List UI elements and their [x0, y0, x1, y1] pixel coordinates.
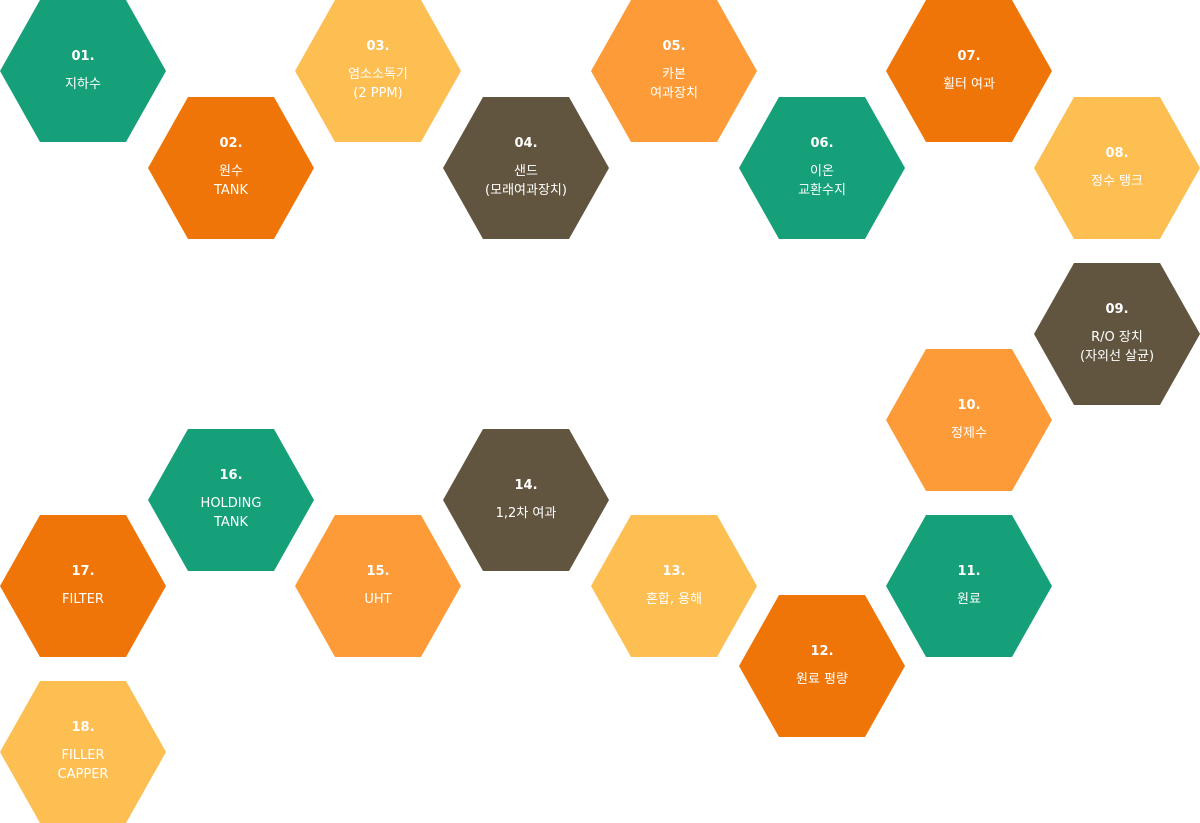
step-number: 13.: [662, 563, 686, 579]
step-label: 샌드 (모래여과장치): [485, 164, 567, 198]
step-17-filter: 17. FILTER: [0, 515, 166, 657]
step-number: 08.: [1105, 145, 1129, 161]
step-number: 01.: [71, 48, 95, 64]
step-01-groundwater: 01. 지하수: [0, 0, 166, 142]
step-03-chlorinator: 03. 염소소독기 (2 PPM): [295, 0, 461, 142]
step-number: 10.: [957, 397, 981, 413]
step-08-purified-tank: 08. 정수 탱크: [1034, 97, 1200, 239]
step-label: 염소소독기 (2 PPM): [348, 67, 408, 101]
step-label: 원수 TANK: [213, 164, 249, 198]
step-10-purified-water: 10. 정제수: [886, 349, 1052, 491]
step-number: 14.: [514, 477, 538, 493]
step-label: 휠터 여과: [943, 76, 995, 92]
step-label: 카본 여과장치: [650, 67, 698, 101]
step-number: 16.: [219, 468, 243, 483]
step-number: 03.: [366, 39, 390, 54]
step-label: 이온 교환수지: [798, 164, 846, 198]
step-number: 05.: [662, 39, 686, 54]
step-06-ion-exchange: 06. 이온 교환수지: [739, 97, 905, 239]
step-label: R/O 장치 (자외선 살균): [1079, 330, 1155, 364]
step-number: 06.: [810, 136, 834, 151]
step-label: HOLDING TANK: [200, 496, 262, 530]
step-number: 15.: [366, 563, 390, 579]
step-04-sand-filter: 04. 샌드 (모래여과장치): [443, 97, 609, 239]
step-label: 정제수: [951, 425, 987, 441]
step-02-raw-water-tank: 02. 원수 TANK: [148, 97, 314, 239]
step-09-ro-unit: 09. R/O 장치 (자외선 살균): [1034, 263, 1200, 405]
step-number: 09.: [1105, 302, 1129, 317]
step-05-carbon-filter: 05. 카본 여과장치: [591, 0, 757, 142]
step-number: 18.: [71, 720, 95, 735]
step-number: 11.: [957, 563, 981, 579]
step-11-raw-material: 11. 원료: [886, 515, 1052, 657]
step-16-holding-tank: 16. HOLDING TANK: [148, 429, 314, 571]
step-12-weighing: 12. 원료 평량: [739, 595, 905, 737]
step-number: 17.: [71, 563, 95, 579]
step-label: 지하수: [65, 76, 101, 92]
step-label: FILTER: [62, 591, 104, 607]
step-label: 원료 평량: [796, 671, 848, 687]
step-label: 원료: [957, 591, 981, 607]
step-14-filtration: 14. 1,2차 여과: [443, 429, 609, 571]
step-label: FILLER CAPPER: [57, 748, 109, 782]
step-label: 정수 탱크: [1091, 173, 1143, 189]
step-13-mixing: 13. 혼합, 용해: [591, 515, 757, 657]
step-15-uht: 15. UHT: [295, 515, 461, 657]
step-label: UHT: [364, 591, 392, 607]
step-number: 02.: [219, 136, 243, 151]
step-label: 혼합, 용해: [645, 591, 703, 607]
step-number: 12.: [810, 643, 834, 659]
step-number: 04.: [514, 136, 538, 151]
step-label: 1,2차 여과: [495, 505, 557, 521]
step-18-filler-capper: 18. FILLER CAPPER: [0, 681, 166, 823]
step-number: 07.: [957, 48, 981, 64]
step-07-filter: 07. 휠터 여과: [886, 0, 1052, 142]
